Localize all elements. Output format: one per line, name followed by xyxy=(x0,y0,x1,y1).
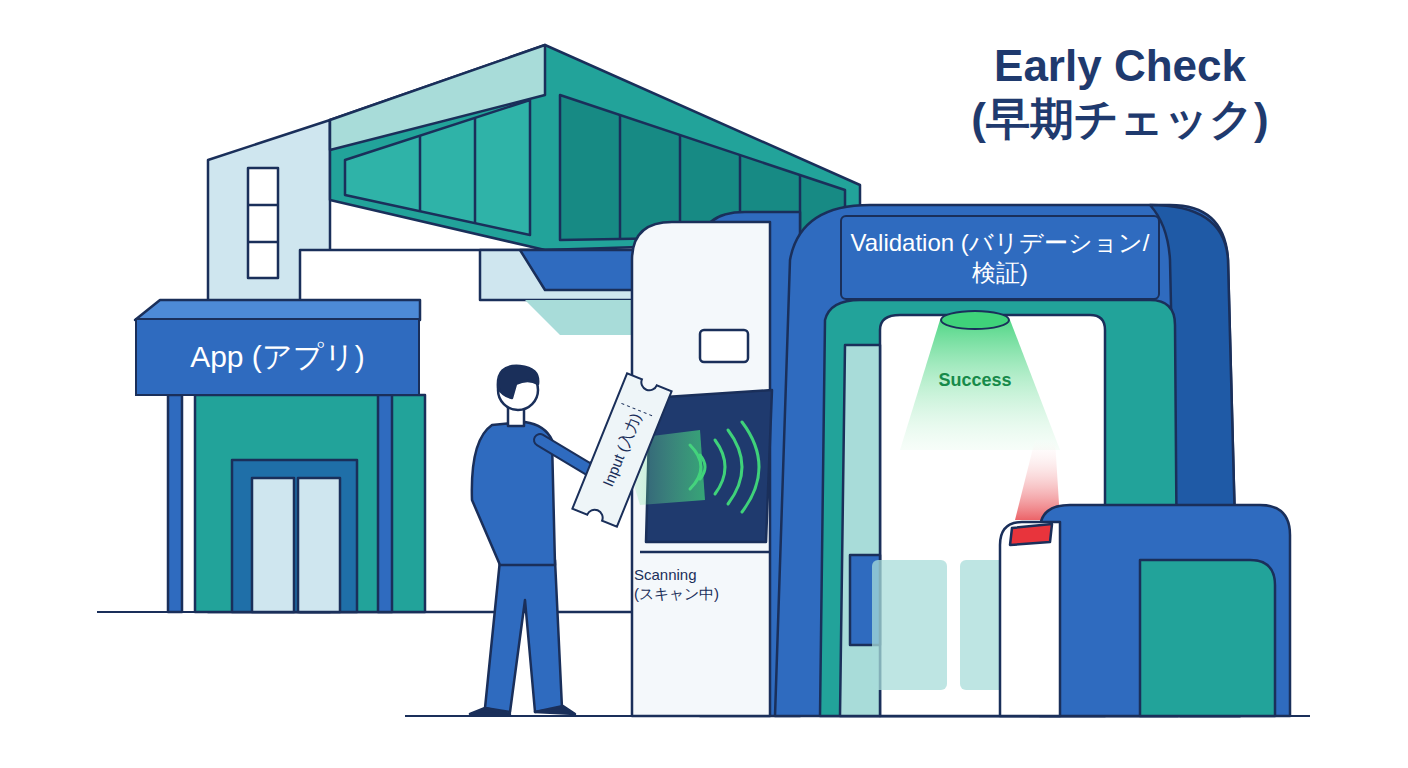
building-part xyxy=(248,204,278,207)
beam-lamp xyxy=(941,311,1009,329)
building-part xyxy=(619,115,622,238)
turnstile-part xyxy=(1010,524,1052,545)
success-beam xyxy=(900,320,1060,450)
building-part xyxy=(345,100,530,235)
building-part xyxy=(195,395,425,612)
building-part xyxy=(248,168,278,278)
ticket-outline xyxy=(572,373,671,526)
diagram-title: Early Check (早期チェック) xyxy=(940,40,1300,146)
node-text: Validation (バリデーション/検証) xyxy=(850,228,1150,288)
scan-waves-part xyxy=(742,422,759,512)
glass-panels-part xyxy=(872,560,947,690)
person xyxy=(470,366,602,714)
scanner-kiosk-part xyxy=(700,330,748,362)
validation-band: Validation (バリデーション/検証) xyxy=(840,215,1160,300)
building-part xyxy=(560,95,845,240)
scanner-kiosk-part xyxy=(640,551,770,554)
person-part xyxy=(470,706,575,714)
node-text: Scanning (スキャン中) xyxy=(634,566,746,604)
building-part xyxy=(248,241,278,244)
building-part xyxy=(252,478,294,612)
building-part xyxy=(298,478,340,612)
building-part xyxy=(378,395,392,612)
node-text: App (アプリ) xyxy=(190,338,365,376)
building-part xyxy=(232,460,357,612)
person-part xyxy=(498,366,538,398)
scanning-label: Scanning (スキャン中) xyxy=(634,560,766,610)
person-part xyxy=(485,560,562,712)
building-part xyxy=(419,135,422,212)
building-part xyxy=(168,395,182,612)
building-part xyxy=(474,118,477,224)
building-part xyxy=(135,300,420,320)
turnstile-part xyxy=(1140,560,1275,716)
scan-waves-part xyxy=(728,430,742,504)
turnstile-part xyxy=(1000,522,1060,716)
success-label: Success xyxy=(925,370,1025,391)
turnstile xyxy=(1000,505,1290,716)
turnstile-part xyxy=(1040,505,1290,716)
scan-waves-part xyxy=(715,440,725,494)
app-sign: App (アプリ) xyxy=(135,318,420,396)
